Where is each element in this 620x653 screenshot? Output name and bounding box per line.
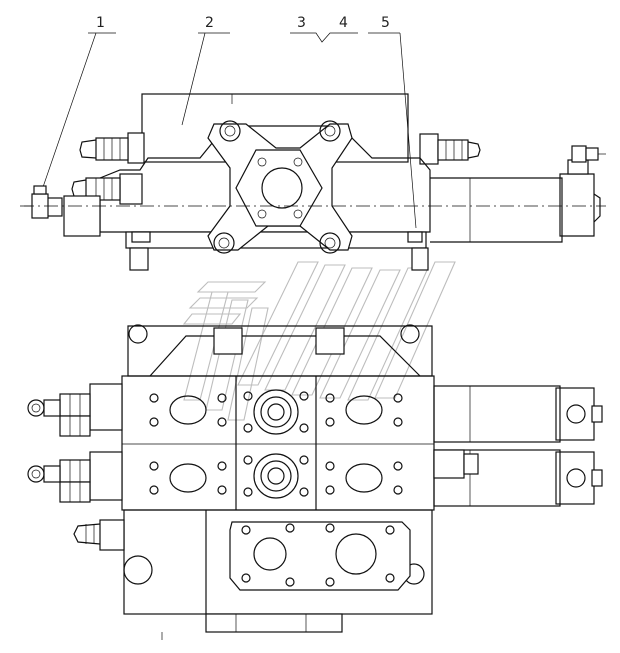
connector-item-1 bbox=[24, 185, 63, 219]
right-spool-cylinders bbox=[433, 385, 603, 507]
callout-5: 5 bbox=[381, 15, 390, 31]
valve-body-sections bbox=[121, 375, 435, 511]
left-fittings-upper bbox=[27, 383, 123, 437]
top-view bbox=[20, 93, 606, 271]
callout-1: 1 bbox=[96, 15, 105, 31]
callout-3: 3 bbox=[297, 15, 306, 31]
bottom-view bbox=[27, 324, 603, 640]
spool-cylinder-top bbox=[430, 145, 606, 243]
left-fittings-lower bbox=[27, 451, 123, 503]
callout-labels: 1 2 3 4 5 bbox=[96, 15, 390, 31]
diamond-flange bbox=[207, 120, 353, 254]
callout-4: 4 bbox=[339, 15, 348, 31]
top-cap-plate bbox=[127, 325, 433, 377]
callout-2: 2 bbox=[205, 15, 214, 31]
